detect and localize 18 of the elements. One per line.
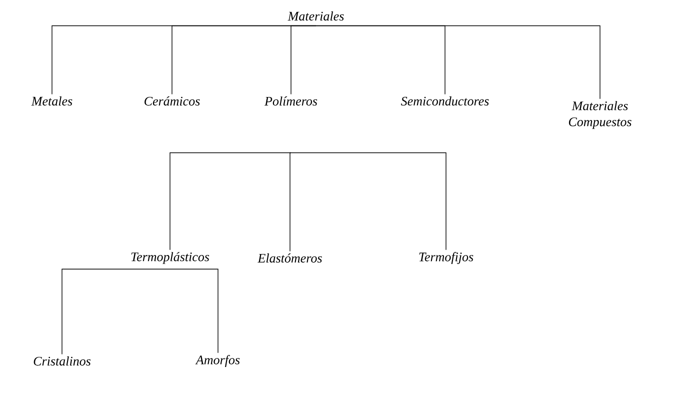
tree-connector xyxy=(316,25,600,100)
tree-connector xyxy=(290,25,316,95)
node-label: Materiales Compuestos xyxy=(568,101,632,129)
tree-connector xyxy=(290,152,446,250)
tree-connector xyxy=(62,268,170,355)
tree-connector xyxy=(170,268,218,354)
node-label: Cristalinos xyxy=(34,356,91,366)
node-label: Semiconductores xyxy=(401,96,489,106)
node-label: Amorfos xyxy=(195,355,240,367)
tree-connector xyxy=(290,152,292,252)
node-label: Termoplásticos xyxy=(131,252,210,264)
node-label: Cerámicos xyxy=(144,96,200,106)
node-label: Elastómeros xyxy=(258,253,322,263)
node-label: Materiales xyxy=(288,11,344,21)
node-label: Metales xyxy=(31,96,72,106)
tree-connector xyxy=(170,152,292,250)
node-label: Polímeros xyxy=(264,96,318,106)
node-label: Termofijos xyxy=(419,252,474,264)
